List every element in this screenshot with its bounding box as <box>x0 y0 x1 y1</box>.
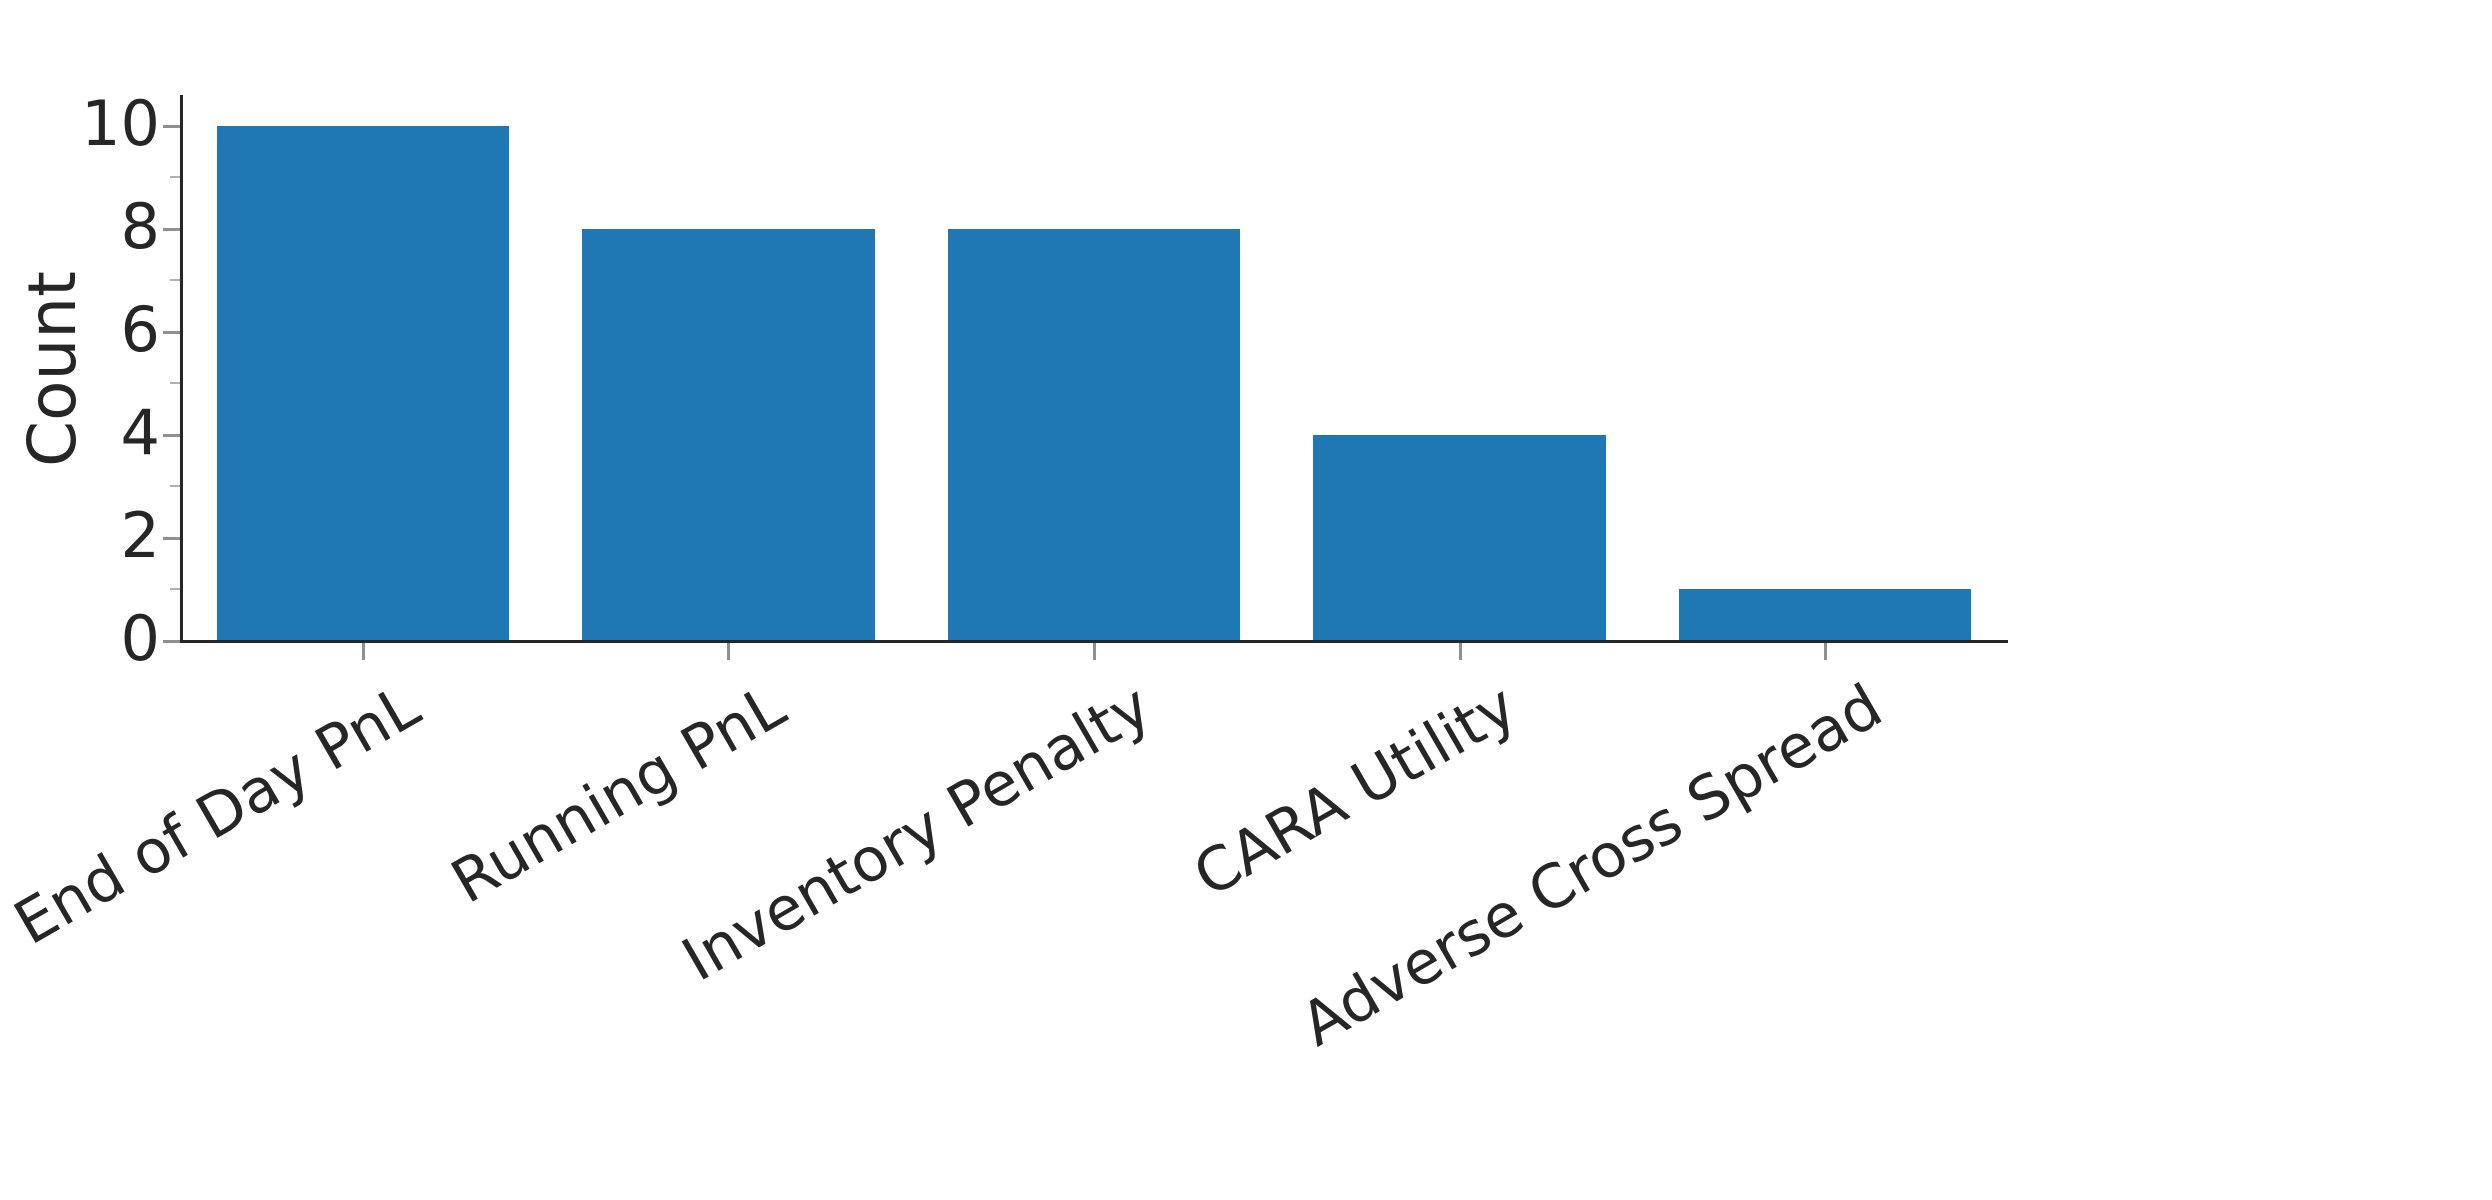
bar <box>947 228 1241 641</box>
y-axis-spine <box>180 95 183 643</box>
x-tick-mark <box>1458 643 1462 660</box>
y-tick-mark <box>163 433 180 437</box>
y-tick-mark <box>163 330 180 334</box>
y-tick-mark <box>163 227 180 231</box>
bar <box>582 228 875 641</box>
y-tick-label: 4 <box>120 395 160 469</box>
y-tick-label: 0 <box>120 602 160 675</box>
x-axis-spine <box>180 640 2008 643</box>
x-tick-mark <box>361 643 365 660</box>
y-minor-tick-mark <box>170 279 180 282</box>
y-tick-label: 10 <box>81 86 160 160</box>
bar <box>216 125 510 641</box>
x-tick-mark <box>1093 643 1096 660</box>
bar <box>1313 434 1606 641</box>
y-tick-mark <box>163 640 180 643</box>
bar <box>1678 589 1972 641</box>
y-minor-tick-mark <box>170 588 180 591</box>
y-tick-mark <box>163 536 180 540</box>
y-tick-mark <box>163 124 180 128</box>
y-minor-tick-mark <box>170 485 180 488</box>
y-tick-label: 2 <box>120 498 160 572</box>
y-tick-label: 8 <box>120 189 160 263</box>
y-minor-tick-mark <box>170 382 180 385</box>
y-minor-tick-mark <box>170 176 180 179</box>
y-tick-label: 6 <box>120 292 160 366</box>
x-tick-mark <box>1824 643 1828 660</box>
x-tick-mark <box>727 643 731 660</box>
